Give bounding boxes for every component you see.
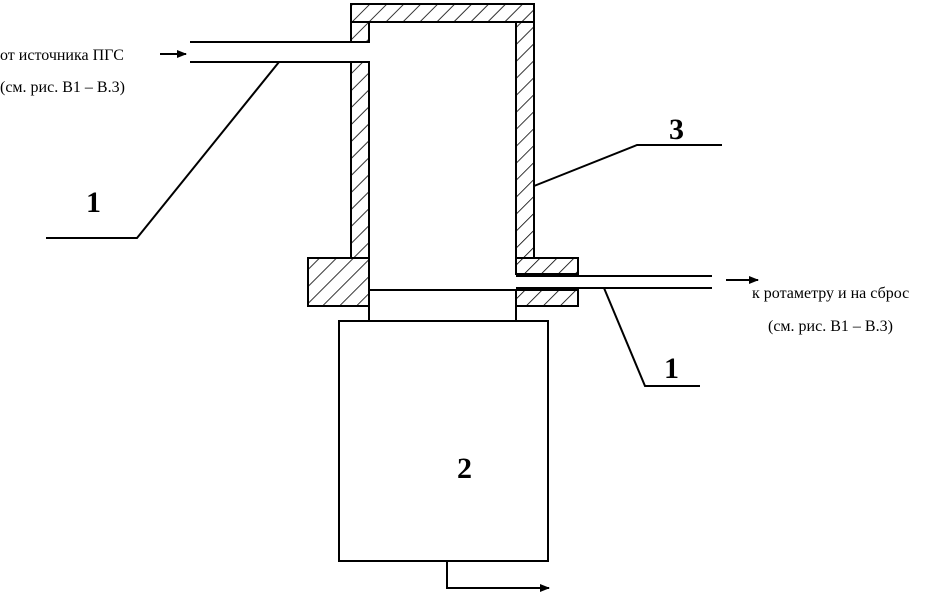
callout-2: 2 xyxy=(457,452,472,485)
housing-top-wall xyxy=(350,3,535,23)
outlet-label-line1: к ротаметру и на сброс xyxy=(752,285,909,302)
detector-body xyxy=(338,320,549,562)
leader-line-1-right xyxy=(603,287,700,387)
callout-1-left: 1 xyxy=(86,186,101,219)
callout-1-right: 1 xyxy=(664,352,679,385)
outlet-tube xyxy=(516,275,712,289)
inlet-label-line1: от источника ПГС xyxy=(0,47,124,64)
inner-neck xyxy=(368,289,517,321)
outlet-label-line2: (см. рис. В1 – В.3) xyxy=(768,318,893,335)
inlet-label-line2: (см. рис. В1 – В.3) xyxy=(0,79,125,96)
callout-3: 3 xyxy=(669,113,684,146)
housing-right-flange-upper xyxy=(515,257,579,275)
housing-right-wall xyxy=(515,21,535,259)
leader-line-3 xyxy=(533,144,722,187)
leader-line-1-left xyxy=(46,61,280,239)
housing-right-flange-lower xyxy=(515,289,579,307)
housing-left-wall-upper xyxy=(350,21,370,43)
housing-walls xyxy=(307,3,579,307)
inlet-tube xyxy=(190,41,369,63)
drain-arrow-icon xyxy=(446,561,550,592)
housing-left-wall-lower xyxy=(350,61,370,259)
housing-left-flange xyxy=(307,257,370,307)
